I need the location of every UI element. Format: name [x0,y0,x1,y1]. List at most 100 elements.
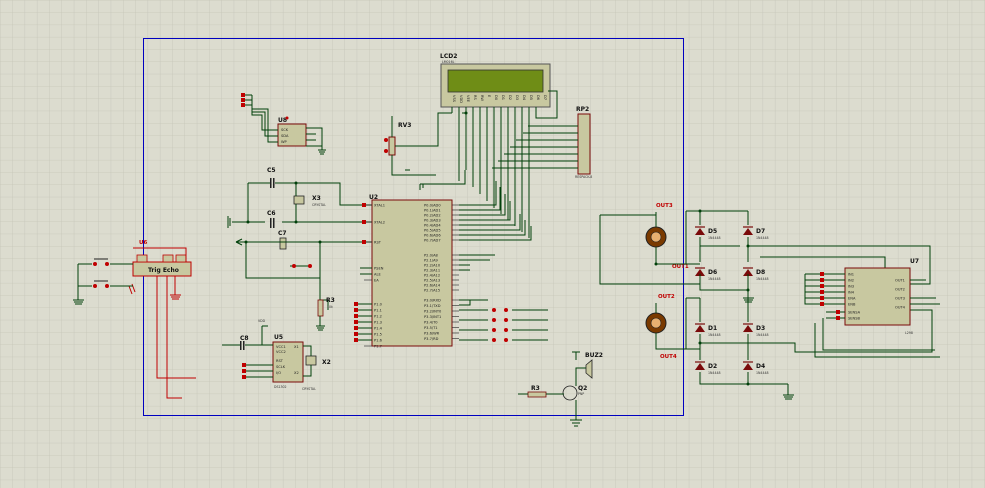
u2-right-pin-label: P3.7/RD [424,337,439,341]
svg-text:R3: R3 [326,297,335,304]
u2-left-pin-label: XTAL2 [374,220,385,224]
u2-left-pin-label: EA [374,278,379,282]
svg-text:DS1302: DS1302 [274,385,287,389]
buzzer-buz2[interactable]: BUZ2 [585,352,603,379]
u2-right-pin-label: P2.3/A11 [424,268,440,272]
svg-text:SDA: SDA [281,134,289,138]
lcd-pin-label: D1 [501,95,505,100]
u2-right-pin-label: P0.0/AD0 [424,203,441,207]
u2-right-pin-label: P2.1/A9 [424,258,439,262]
u2-right-pins: P0.0/AD0P0.1/AD1P0.2/AD2P0.3/AD3P0.4/AD4… [424,203,459,341]
transistor-q2[interactable]: Q2 PNP [562,385,587,401]
u5-ref: U5 [274,334,283,341]
svg-text:SCK: SCK [281,128,289,132]
svg-text:OUT1: OUT1 [672,264,689,270]
motor-1[interactable] [645,226,667,248]
u8-ref: U8 [278,117,287,124]
diode-label: D6 [708,269,717,276]
u2-right-pin-label: P3.1/TXD [424,304,441,308]
diode-bridge: D51N4448D71N4448D61N4448D81N4448D11N4448… [695,226,769,375]
svg-text:WP: WP [281,140,288,144]
svg-text:R3: R3 [531,385,540,392]
resistor-pack-rp2[interactable]: RP2 RESPACK-8 [575,106,592,179]
svg-text:C5: C5 [267,167,276,174]
u7-left-pin-label: IN4 [848,290,855,294]
svg-text:RST: RST [276,359,284,363]
svg-text:X3: X3 [312,195,321,202]
resistor-r3-10k[interactable]: R3 10k [316,297,335,331]
capacitor-c6[interactable]: C6 [267,210,276,228]
svg-text:OUT3: OUT3 [656,203,673,209]
u2-ref: U2 [369,194,378,201]
lcd-pin-label: RS [473,95,477,100]
u2-right-pin-label: P0.4/AD4 [424,223,441,227]
diode-label: D4 [756,363,765,370]
u2-right-pin-label: P2.4/A12 [424,273,440,277]
diode-label: D2 [708,363,717,370]
u2-right-pin-label: P2.0/A8 [424,253,439,257]
diode-label: D8 [756,269,765,276]
rtc-u5[interactable]: U5 VDD VCC1 VCC2 RST SCLK I/O X1 X2 DS13… [258,319,304,389]
ultrasonic-sensor-u6[interactable]: U6 Trig Echo [132,240,192,277]
u6-ref: U6 [139,240,147,246]
svg-text:X2: X2 [294,371,299,375]
u7-left-pin-label: ENB [848,302,856,306]
svg-text:Q2: Q2 [578,385,587,392]
diode-type-label: 1N4448 [708,333,721,337]
u7-right-pin-label: OUT4 [895,305,906,309]
microcontroller-u2[interactable]: U2 XTAL1XTAL2RSTPSENALEEAP1.0P1.1P1.2P1.… [364,194,459,348]
u2-right-pin-label: P2.5/A13 [424,278,440,282]
u2-left-pin-label: P1.5 [374,332,382,336]
u2-right-pin-label: P0.1/AD1 [424,208,441,212]
capacitor-c7[interactable]: C7 [278,230,287,250]
svg-text:VCC2: VCC2 [276,350,286,354]
svg-text:BUZ2: BUZ2 [585,352,603,359]
u2-right-pin-label: P3.6/WR [424,331,440,335]
lcd-pin-label: D5 [529,95,533,100]
u7-right-pin-label: OUT3 [895,296,905,300]
u2-right-pin-label: P0.6/AD6 [424,233,441,237]
crystal-x3[interactable]: X3 CRYSTAL [293,195,326,207]
diode-type-label: 1N4448 [756,236,769,240]
svg-text:X1: X1 [294,345,299,349]
svg-text:SCLK: SCLK [276,365,286,369]
rp2-ref: RP2 [576,106,589,113]
motor-2[interactable] [645,312,667,334]
u7-left-pin-label: ENA [848,296,856,300]
sheet-border [143,38,684,416]
u2-right-pin-label: P0.5/AD5 [424,228,441,232]
lcd-pin-label: RW [480,95,484,101]
svg-text:PNP: PNP [578,392,584,396]
u6-switches[interactable] [93,262,109,288]
svg-text:CRYSTAL: CRYSTAL [302,387,316,391]
svg-text:C8: C8 [240,335,249,342]
button-cluster[interactable] [492,308,508,342]
capacitor-c5[interactable]: C5 [265,167,282,188]
diode-type-label: 1N4448 [756,277,769,281]
lcd-pin-label: VSS [452,95,456,103]
diode-type-label: 1N4448 [708,371,721,375]
u7-right-pin-label: OUT2 [895,287,905,291]
u2-left-pin-label: P1.0 [374,302,383,306]
u2-right-pin-label: P3.3/INT1 [424,315,441,319]
svg-text:VDD: VDD [258,319,266,323]
ic-u8[interactable]: U8 SCK SDA WP [277,116,307,147]
u2-left-pin-label: P1.1 [374,308,382,312]
lcd-pin-label: D2 [508,95,512,100]
capacitor-c8[interactable]: C8 [240,335,249,350]
svg-text:Trig Echo: Trig Echo [148,267,179,274]
svg-text:VCC1: VCC1 [276,345,286,349]
rv3-ref: RV3 [398,122,411,129]
